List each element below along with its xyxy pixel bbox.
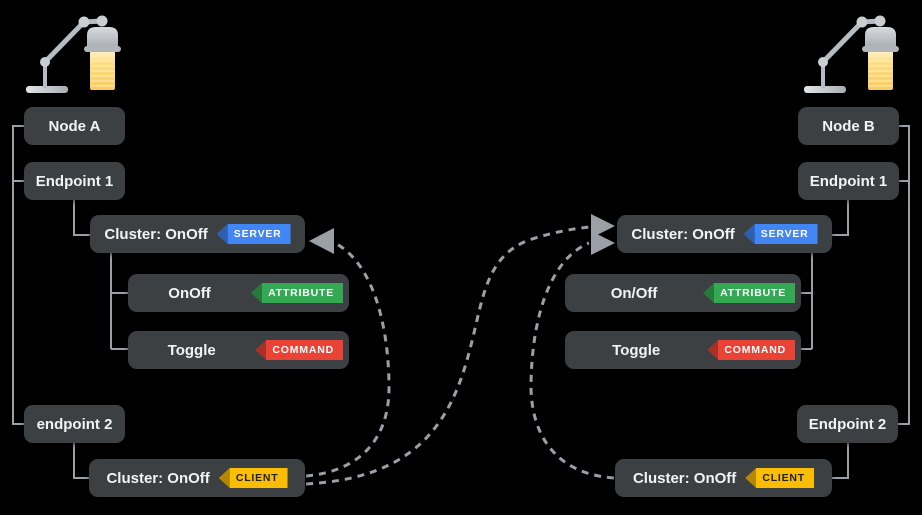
node-a-client-cluster-label: Cluster: OnOff <box>106 469 210 487</box>
node-b-endpoint1-box: Endpoint 1 <box>798 162 899 200</box>
arrowhead-into-server-a <box>309 228 334 254</box>
node-a-server-cluster-label: Cluster: OnOff <box>104 225 208 243</box>
client-badge: CLIENT <box>745 468 815 488</box>
node-a-command-box: Toggle COMMAND <box>128 331 349 369</box>
node-b-client-cluster-label: Cluster: OnOff <box>632 469 737 487</box>
binding-clientB-serverB <box>529 241 615 480</box>
node-b-attribute-label: On/Off <box>610 284 658 302</box>
arrowhead-into-server-b-upper <box>591 214 615 238</box>
node-a-endpoint1-label: Endpoint 1 <box>35 172 114 190</box>
node-b-endpoint2-box: Endpoint 2 <box>797 405 898 443</box>
client-badge: CLIENT <box>218 468 288 488</box>
node-a-server-cluster-box: Cluster: OnOff SERVER <box>90 215 305 253</box>
node-b-command-box: Toggle COMMAND <box>565 331 801 369</box>
node-a-label: Node A <box>48 117 101 135</box>
node-a-tree-connectors <box>12 125 129 479</box>
node-b-server-cluster-box: Cluster: OnOff SERVER <box>617 215 832 253</box>
node-b-client-cluster-box: Cluster: OnOff CLIENT <box>615 459 832 497</box>
node-b-attribute-box: On/Off ATTRIBUTE <box>565 274 801 312</box>
attribute-badge: ATTRIBUTE <box>703 283 795 303</box>
node-a-attribute-box: OnOff ATTRIBUTE <box>128 274 349 312</box>
binding-clientA-serverA <box>305 240 391 478</box>
node-a-endpoint2-label: endpoint 2 <box>36 415 113 433</box>
node-b-endpoint1-label: Endpoint 1 <box>809 172 888 190</box>
node-b-label: Node B <box>822 117 875 135</box>
binding-clientA-serverB <box>305 225 590 486</box>
node-a-client-cluster-box: Cluster: OnOff CLIENT <box>89 459 305 497</box>
desk-lamp-icon-left <box>26 16 121 94</box>
command-badge: COMMAND <box>255 340 343 360</box>
node-a-endpoint2-box: endpoint 2 <box>24 405 125 443</box>
server-badge: SERVER <box>216 224 291 244</box>
command-badge: COMMAND <box>707 340 795 360</box>
node-a-attribute-label: OnOff <box>168 284 211 302</box>
node-b-endpoint2-label: Endpoint 2 <box>808 415 887 433</box>
node-a-command-label: Toggle <box>167 341 216 359</box>
attribute-badge: ATTRIBUTE <box>251 283 343 303</box>
arrowhead-into-server-b-lower <box>591 231 615 255</box>
node-b-server-cluster-label: Cluster: OnOff <box>631 225 735 243</box>
node-a-box: Node A <box>24 107 125 145</box>
node-a-endpoint1-box: Endpoint 1 <box>24 162 125 200</box>
node-b-box: Node B <box>798 107 899 145</box>
desk-lamp-icon-right <box>804 16 899 94</box>
node-b-command-label: Toggle <box>612 341 661 359</box>
server-badge: SERVER <box>743 224 818 244</box>
